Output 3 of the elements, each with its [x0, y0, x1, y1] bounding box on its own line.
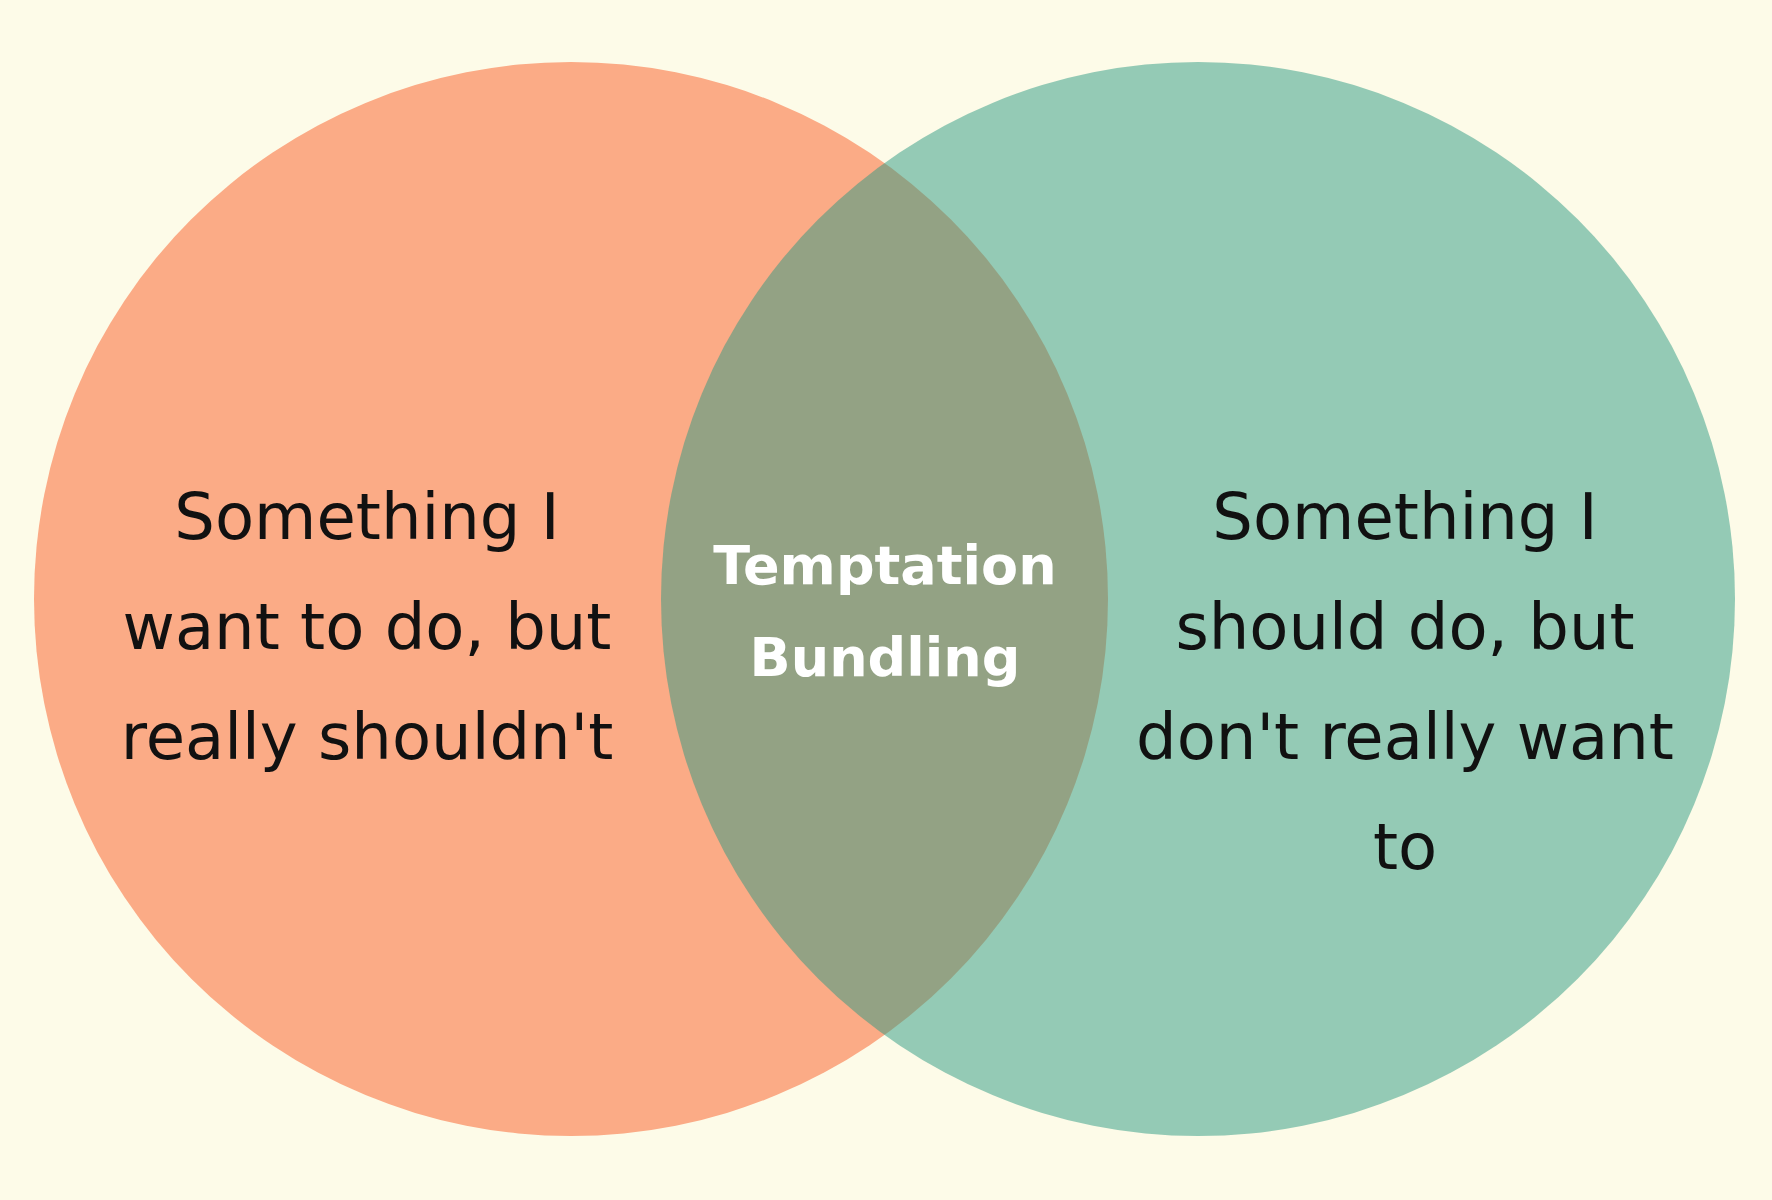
circle-label: Something I should do, but don't really want to [1135, 479, 1675, 886]
overlap-label: Temptation Bundling [712, 533, 1058, 691]
circle-label: Something I want to do, but really shouldn't [119, 479, 615, 776]
